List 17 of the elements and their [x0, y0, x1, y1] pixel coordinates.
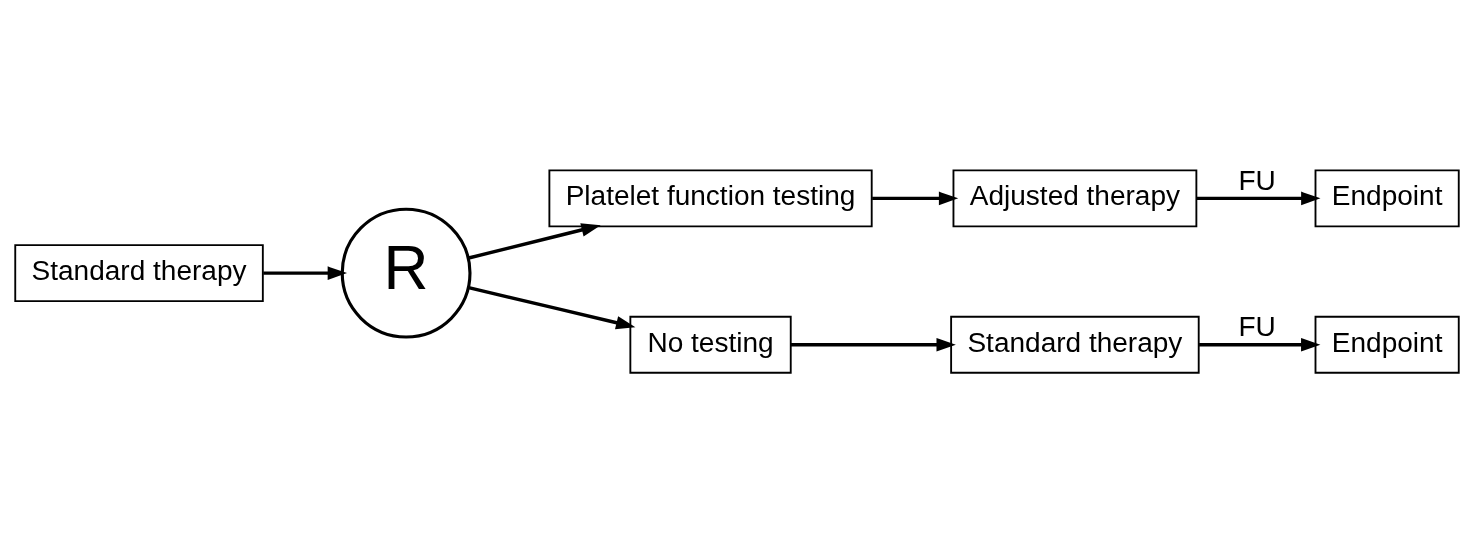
node-box: Endpoint — [1314, 315, 1460, 374]
arrow — [872, 191, 959, 205]
node-box: Endpoint — [1314, 168, 1460, 227]
node-box: No testing — [629, 315, 792, 374]
node-box: Standard therapy — [14, 243, 264, 302]
arrow — [468, 285, 636, 329]
node-circle: R — [340, 207, 472, 339]
edge-label: FU — [1238, 310, 1276, 342]
node-box: Adjusted therapy — [952, 168, 1198, 227]
arrow — [263, 265, 348, 280]
arrow — [790, 337, 956, 351]
arrow — [1199, 337, 1321, 351]
node-box: Platelet function testing — [548, 168, 873, 227]
edge-label: FU — [1238, 164, 1276, 196]
arrow — [468, 222, 601, 260]
node-box: Standard therapy — [950, 315, 1200, 374]
arrow — [1196, 191, 1321, 205]
